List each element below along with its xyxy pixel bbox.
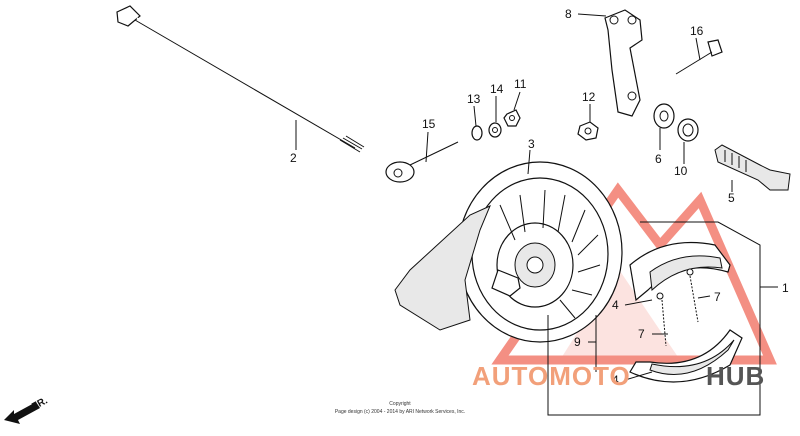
bolt-part — [675, 39, 723, 75]
copyright-line2: Page design (c) 2004 - 2014 by ARI Netwo… — [335, 409, 465, 415]
axle-part — [116, 5, 365, 153]
label-7-bottom: 7 — [638, 327, 645, 341]
label-5: 5 — [728, 191, 735, 205]
part-labels: 8 16 12 13 14 11 15 2 3 6 10 5 1 4 7 7 9… — [290, 7, 789, 387]
label-4-top: 4 — [612, 298, 619, 312]
label-1: 1 — [782, 281, 789, 295]
label-15: 15 — [422, 117, 436, 131]
direction-indicator: FR. — [4, 395, 50, 424]
watermark-part2: HUB — [706, 361, 765, 391]
label-11: 11 — [514, 77, 527, 91]
copyright-line1: Copyright — [389, 401, 411, 407]
label-12: 12 — [582, 90, 596, 104]
leader-lines — [295, 13, 778, 381]
small-nuts — [471, 109, 521, 141]
label-6: 6 — [655, 152, 662, 166]
brake-shoe-set — [547, 221, 761, 416]
label-10: 10 — [674, 164, 688, 178]
label-14: 14 — [490, 82, 504, 96]
label-2: 2 — [290, 151, 297, 165]
label-3: 3 — [528, 137, 535, 151]
watermark-text: AUTOMOTO HUB — [472, 361, 765, 391]
label-8: 8 — [565, 7, 572, 21]
label-16: 16 — [690, 24, 704, 38]
washers — [653, 103, 699, 142]
copyright-notice: Copyright Page design (c) 2004 - 2014 by… — [335, 401, 465, 415]
label-9: 9 — [574, 335, 581, 349]
brake-panel-part — [394, 161, 623, 343]
label-4-bottom: 4 — [612, 373, 619, 387]
front-arrow-icon — [4, 402, 40, 424]
label-7-top: 7 — [714, 290, 721, 304]
nut-part — [577, 121, 599, 141]
label-13: 13 — [467, 92, 481, 106]
direction-label: FR. — [30, 395, 50, 412]
adjuster-bolt-part — [385, 141, 459, 183]
brake-cam-part — [714, 144, 791, 191]
brake-arm-part — [604, 9, 643, 117]
watermark-part1: AUTOMOTO — [472, 361, 631, 391]
